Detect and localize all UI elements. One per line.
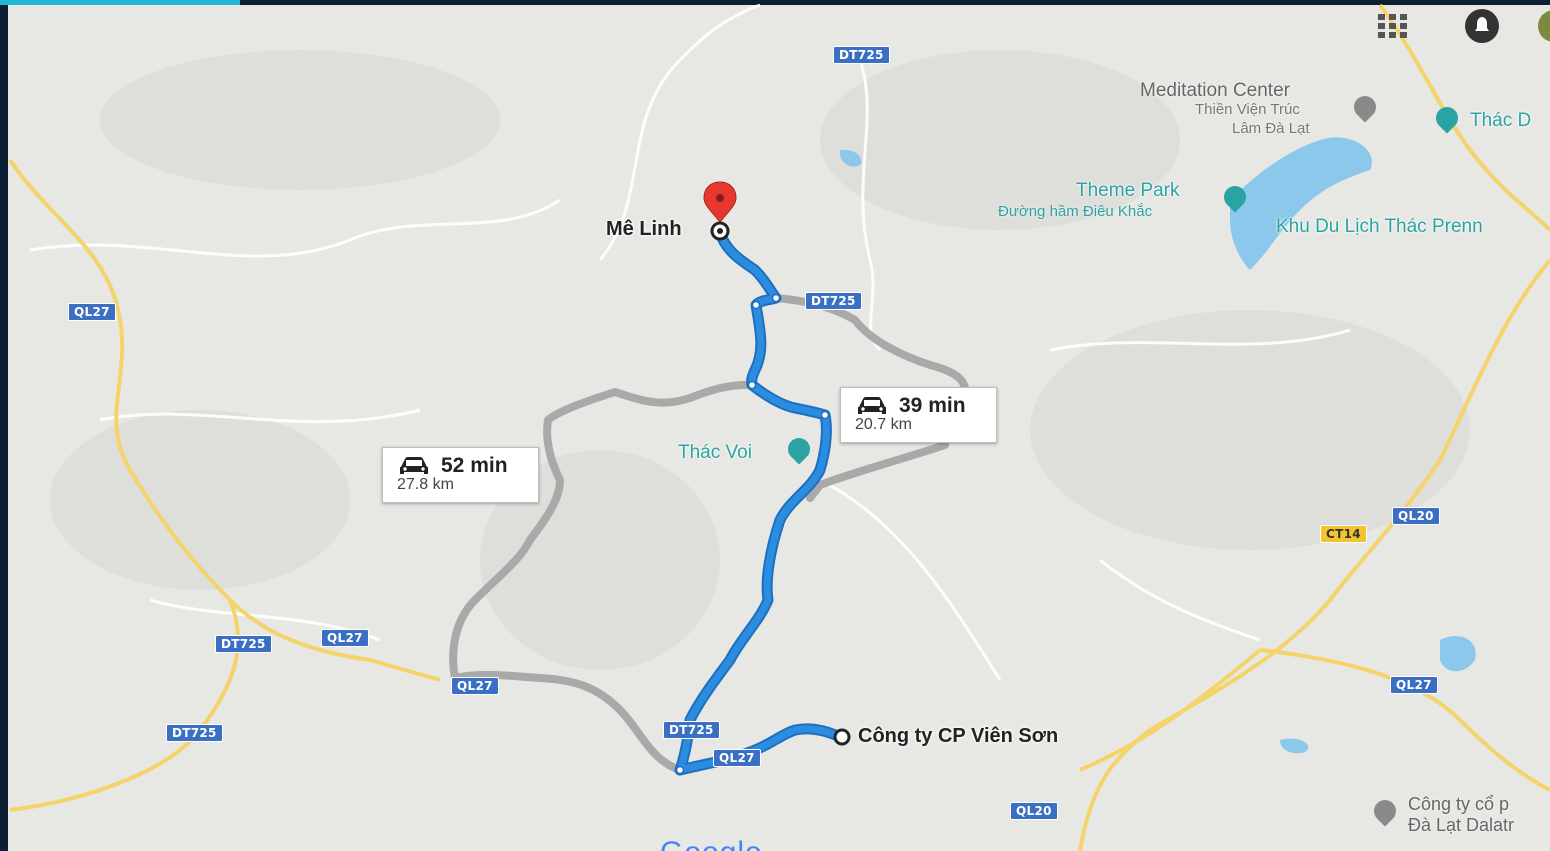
poi-theme-park-sub: Đường hầm Điêu Khắc xyxy=(998,203,1153,220)
poi-thac-voi[interactable]: Thác Voi xyxy=(678,442,752,463)
road-shield-ql27: QL27 xyxy=(68,303,116,321)
road-shield-ql27: QL27 xyxy=(1390,676,1438,694)
poi-meditation-sub: Lâm Đà Lạt xyxy=(1232,120,1310,137)
road-shield-dt725: DT725 xyxy=(166,724,223,742)
road-shield-dt725: DT725 xyxy=(215,635,272,653)
route-card-alternate[interactable]: 52 min 27.8 km xyxy=(382,447,539,503)
route-time: 39 min xyxy=(899,394,966,417)
poi-theme-park[interactable]: Theme Park xyxy=(1076,180,1180,201)
poi-prenn[interactable]: Khu Du Lịch Thác Prenn xyxy=(1276,216,1483,237)
road-shield-ql27: QL27 xyxy=(321,629,369,647)
notifications-icon[interactable] xyxy=(1462,8,1502,44)
avatar[interactable] xyxy=(1536,8,1550,44)
apps-grid-icon[interactable] xyxy=(1376,12,1410,40)
map-canvas[interactable] xyxy=(8,5,1550,851)
car-icon xyxy=(400,457,428,474)
route-distance: 27.8 km xyxy=(397,476,454,493)
road-shield-ql20: QL20 xyxy=(1392,507,1440,525)
car-icon xyxy=(858,397,886,414)
road-shield-ql27: QL27 xyxy=(451,677,499,695)
poi-meditation-sub: Thiền Viện Trúc xyxy=(1195,101,1300,118)
poi-company-sub: Đà Lạt Dalatr xyxy=(1408,815,1515,835)
route-time: 52 min xyxy=(441,454,508,477)
destination-label[interactable]: Mê Linh xyxy=(606,218,682,240)
poi-thac-top[interactable]: Thác D xyxy=(1470,110,1532,131)
slide-edge xyxy=(0,0,8,851)
slide-accent-bar xyxy=(0,0,240,5)
poi-meditation-title[interactable]: Meditation Center xyxy=(1140,80,1290,101)
road-shield-ct14: CT14 xyxy=(1320,525,1367,543)
road-shield-ql27: QL27 xyxy=(713,749,761,767)
origin-label[interactable]: Công ty CP Viên Sơn xyxy=(858,725,1059,747)
route-distance: 20.7 km xyxy=(855,416,912,433)
road-shield-dt725: DT725 xyxy=(805,292,862,310)
road-shield-dt725: DT725 xyxy=(663,721,720,739)
google-logo: Google xyxy=(660,836,763,851)
route-card-primary[interactable]: 39 min 20.7 km xyxy=(840,387,997,443)
poi-company[interactable]: Công ty cổ p xyxy=(1408,794,1510,814)
road-shield-dt725: DT725 xyxy=(833,46,890,64)
road-shield-ql20: QL20 xyxy=(1010,802,1058,820)
origin-marker xyxy=(833,728,851,746)
